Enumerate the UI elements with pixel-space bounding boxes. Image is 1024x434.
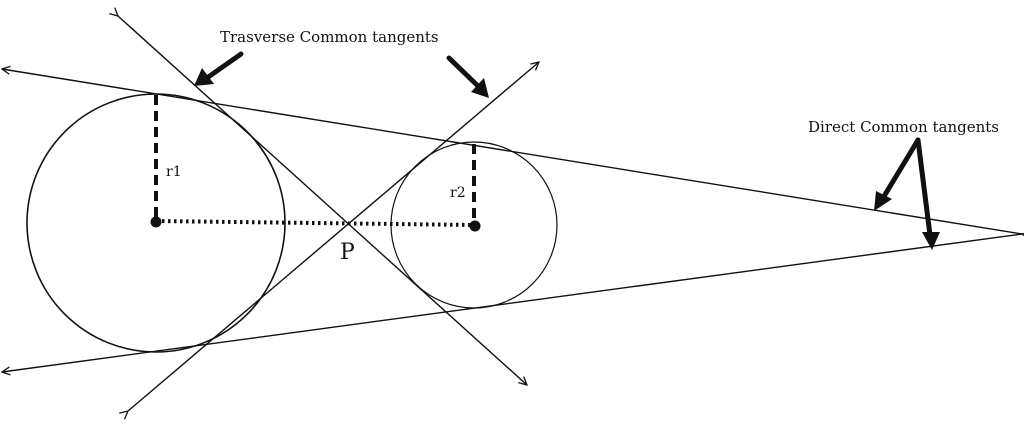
pointer-arrow-transverse-right [446,55,489,98]
center-small-circle [469,220,481,232]
pointer-arrow-transverse-left [194,51,244,86]
label-direct-tangents: Direct Common tangents [808,118,999,136]
center-line [155,219,475,227]
label-r2: r2 [450,185,466,201]
label-r1: r1 [166,164,182,180]
label-transverse-tangents: Trasverse Common tangents [220,28,439,46]
transverse-tangent-ascending [128,62,539,411]
pointer-arrow-direct-upper [874,137,921,211]
pointer-arrow-direct-lower [915,137,940,250]
center-large-circle [150,216,162,228]
direct-tangent-lower [2,233,1023,372]
label-point-p: P [340,240,355,265]
